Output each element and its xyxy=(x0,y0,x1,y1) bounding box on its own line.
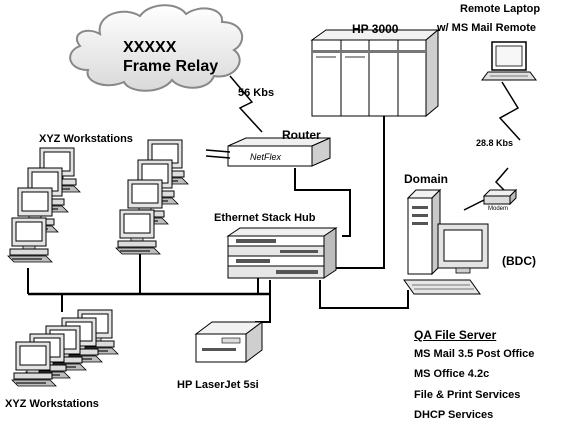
modem-label: Modem xyxy=(488,206,509,212)
dialup-link xyxy=(498,81,521,141)
router xyxy=(205,137,331,167)
file-server-service: MS Mail 3.5 Post Office xyxy=(414,348,535,360)
workstation-group-top-right xyxy=(115,139,189,255)
cloud-label-line1: XXXXX xyxy=(123,39,177,56)
hp3000-server xyxy=(310,28,440,118)
workstations-top-label: XYZ Workstations xyxy=(39,133,133,145)
file-server-service: File & Print Services xyxy=(414,389,521,401)
modem xyxy=(482,188,518,206)
remote-laptop xyxy=(481,41,537,81)
file-server-service: DHCP Services xyxy=(414,409,494,421)
workstations-bottom-label: XYZ Workstations xyxy=(5,398,99,410)
workstation-group-bottom xyxy=(11,309,119,387)
file-server-title: QA File Server xyxy=(414,328,497,342)
link-speed-56: 56 Kbs xyxy=(238,87,275,99)
network-cables xyxy=(27,75,521,323)
frame-relay-cloud xyxy=(69,4,244,92)
workstation-group-top-left xyxy=(7,147,81,263)
hub-label: Ethernet Stack Hub xyxy=(214,212,316,224)
hp3000-label: HP 3000 xyxy=(352,22,399,36)
ethernet-stack-hub xyxy=(226,227,338,279)
router-brand: NetFlex xyxy=(250,152,282,162)
bdc-label: (BDC) xyxy=(502,254,536,268)
remote-laptop-label-line1: Remote Laptop xyxy=(460,3,541,15)
laserjet-printer xyxy=(194,321,264,363)
domain-label: Domain xyxy=(404,172,449,186)
file-server-service: MS Office 4.2c xyxy=(414,368,490,380)
cloud-label-line2: Frame Relay xyxy=(123,58,219,75)
router-label: Router xyxy=(282,128,321,142)
domain-bdc-server xyxy=(403,188,489,295)
printer-label: HP LaserJet 5si xyxy=(177,379,259,391)
hp3000-hub-cable xyxy=(332,110,385,269)
server-cable xyxy=(319,280,409,309)
remote-laptop-label-line2: w/ MS Mail Remote xyxy=(437,22,537,34)
link-speed-288: 28.8 Kbs xyxy=(476,138,514,148)
router-hub-cable xyxy=(294,168,351,237)
frame-relay-link xyxy=(229,75,263,133)
